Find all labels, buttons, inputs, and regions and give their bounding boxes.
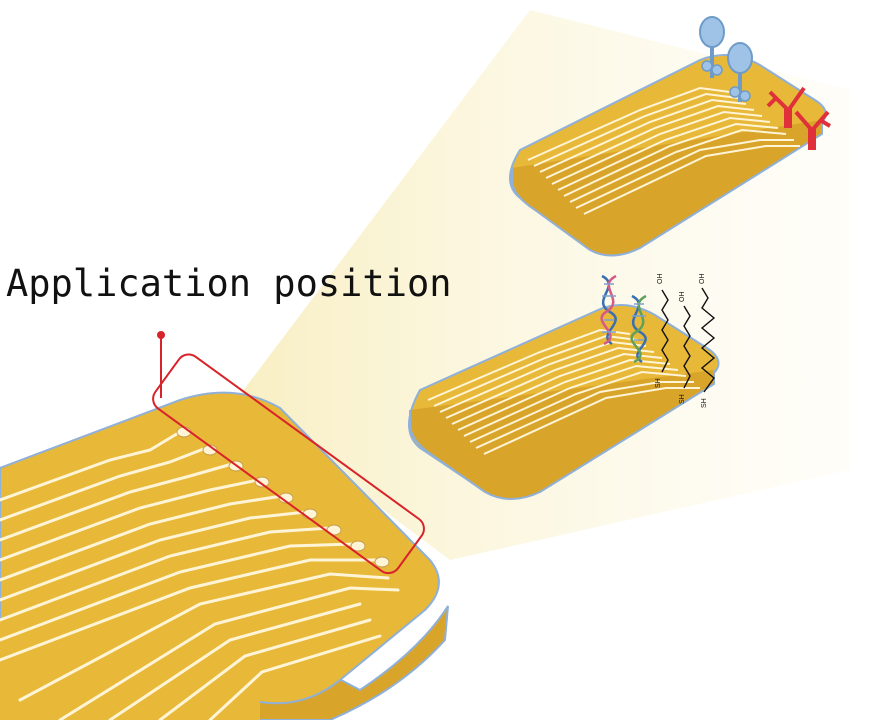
antibody-icon — [794, 110, 832, 150]
chain-oh-label: OH — [679, 292, 686, 303]
chip-with-electrode-array — [0, 331, 449, 720]
application-position-highlight — [152, 353, 425, 575]
antibody-icon — [766, 86, 806, 128]
label-pointer-dot — [157, 331, 165, 339]
aptamer-icon — [727, 42, 753, 102]
chip-with-aptamers-and-antibodies — [509, 16, 832, 257]
chain-group-labels: OH OH OH SH SH SH — [655, 274, 708, 409]
dna-helix-icon — [600, 274, 617, 346]
dna-helix-icon — [630, 294, 647, 364]
electrode-traces — [0, 430, 400, 720]
application-position-label: Application position — [6, 262, 452, 305]
chain-oh-label: OH — [657, 274, 664, 285]
electrode-traces — [527, 86, 800, 215]
electrode-traces — [427, 328, 700, 455]
chain-sh-label: SH — [701, 398, 708, 408]
chain-sh-label: SH — [679, 394, 686, 404]
chain-sh-label: SH — [655, 378, 662, 388]
chip-with-dna-and-thiol-chains: OH OH OH SH SH SH — [408, 274, 720, 500]
aptamer-icon — [699, 16, 725, 78]
chain-oh-label: OH — [699, 274, 706, 285]
thiol-chain-icon — [661, 287, 716, 393]
